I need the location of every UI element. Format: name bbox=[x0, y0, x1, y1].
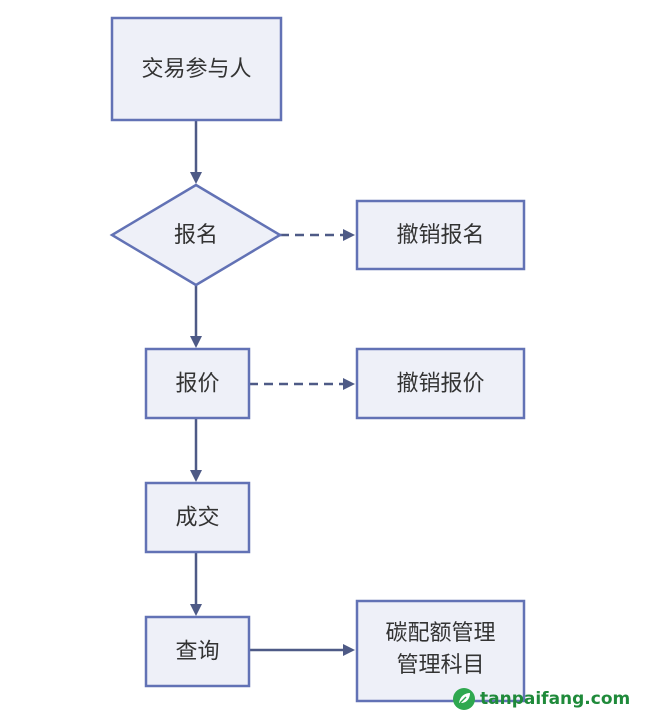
node-label: 撤销报名 bbox=[396, 223, 484, 248]
node-shape bbox=[110, 16, 283, 122]
watermark: tanpaifang.com bbox=[452, 685, 630, 713]
leaf-logo-icon bbox=[453, 688, 475, 710]
arrowhead bbox=[190, 604, 202, 616]
node-cancel-register: 撤销报名 bbox=[355, 199, 526, 271]
node-label: 报名 bbox=[174, 223, 218, 248]
arrowhead bbox=[190, 470, 202, 482]
arrowhead bbox=[343, 644, 355, 656]
node-query: 查询 bbox=[144, 615, 251, 688]
arrowhead bbox=[343, 378, 355, 390]
node-carbon-quota: 碳配额管理 管理科目 bbox=[355, 599, 526, 703]
node-shape bbox=[355, 347, 526, 420]
watermark-text: tanpaifang.com bbox=[480, 689, 631, 709]
node-shape bbox=[144, 347, 251, 420]
node-deal: 成交 bbox=[144, 481, 251, 554]
node-shape bbox=[355, 199, 526, 271]
decision-diamond bbox=[109, 183, 283, 287]
node-shape bbox=[144, 481, 251, 554]
node-shape bbox=[144, 615, 251, 688]
node-register: 报名 bbox=[109, 183, 283, 287]
node-label: 查询 bbox=[175, 640, 219, 665]
arrowhead bbox=[190, 172, 202, 184]
arrowhead bbox=[190, 336, 202, 348]
node-label: 报价 bbox=[175, 372, 219, 397]
edges bbox=[190, 120, 355, 656]
arrowhead bbox=[343, 229, 355, 241]
node-shape bbox=[355, 599, 526, 703]
node-label-line-2: 管理科目 bbox=[396, 653, 484, 678]
node-cancel-quote: 撤销报价 bbox=[355, 347, 526, 420]
node-label: 成交 bbox=[175, 506, 219, 531]
node-quote: 报价 bbox=[144, 347, 251, 420]
node-label: 交易参与人 bbox=[141, 57, 251, 82]
node-participant: 交易参与人 bbox=[110, 16, 283, 122]
node-label: 撤销报价 bbox=[396, 372, 484, 397]
node-label-line-1: 碳配额管理 bbox=[385, 621, 495, 646]
